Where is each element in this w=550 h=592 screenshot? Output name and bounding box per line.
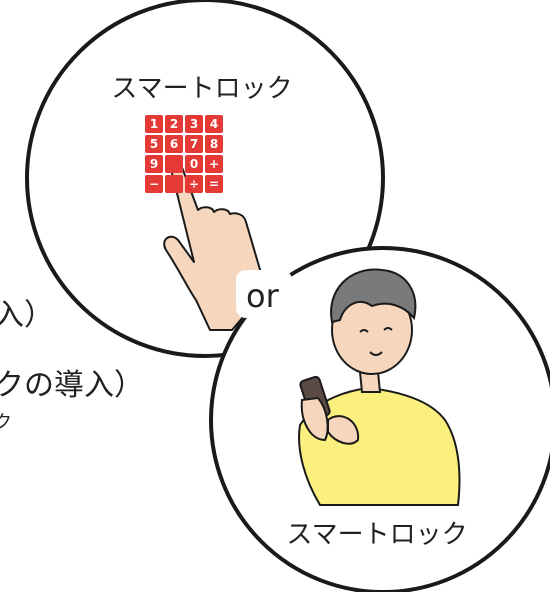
top-circle-label: スマートロック [111,74,293,104]
bottom-circle-label: スマートロック [286,520,468,550]
keypad: 1 2 3 4 5 6 7 8 9 0 + − ÷ = [145,115,223,193]
keypad-key: 7 [185,135,203,153]
keypad-key: 4 [205,115,223,133]
or-label: or [246,277,279,315]
person-with-phone-icon [298,268,461,506]
keypad-key: 5 [145,135,163,153]
or-badge [236,270,292,318]
keypad-key: 9 [145,155,163,173]
keypad-key: = [205,175,223,193]
keypad-key: 1 [145,115,163,133]
left-text-line-3: ク [0,412,12,433]
left-text-line-2: クの導入） [0,368,144,403]
keypad-key: 0 [185,155,203,173]
keypad-key [165,175,183,193]
keypad-key [165,155,183,173]
keypad-key: ÷ [185,175,203,193]
keypad-key: 6 [165,135,183,153]
keypad-key: − [145,175,163,193]
left-text-line-1: 入） [0,298,54,333]
keypad-key: + [205,155,223,173]
keypad-key: 3 [185,115,203,133]
keypad-key: 2 [165,115,183,133]
keypad-key: 8 [205,135,223,153]
